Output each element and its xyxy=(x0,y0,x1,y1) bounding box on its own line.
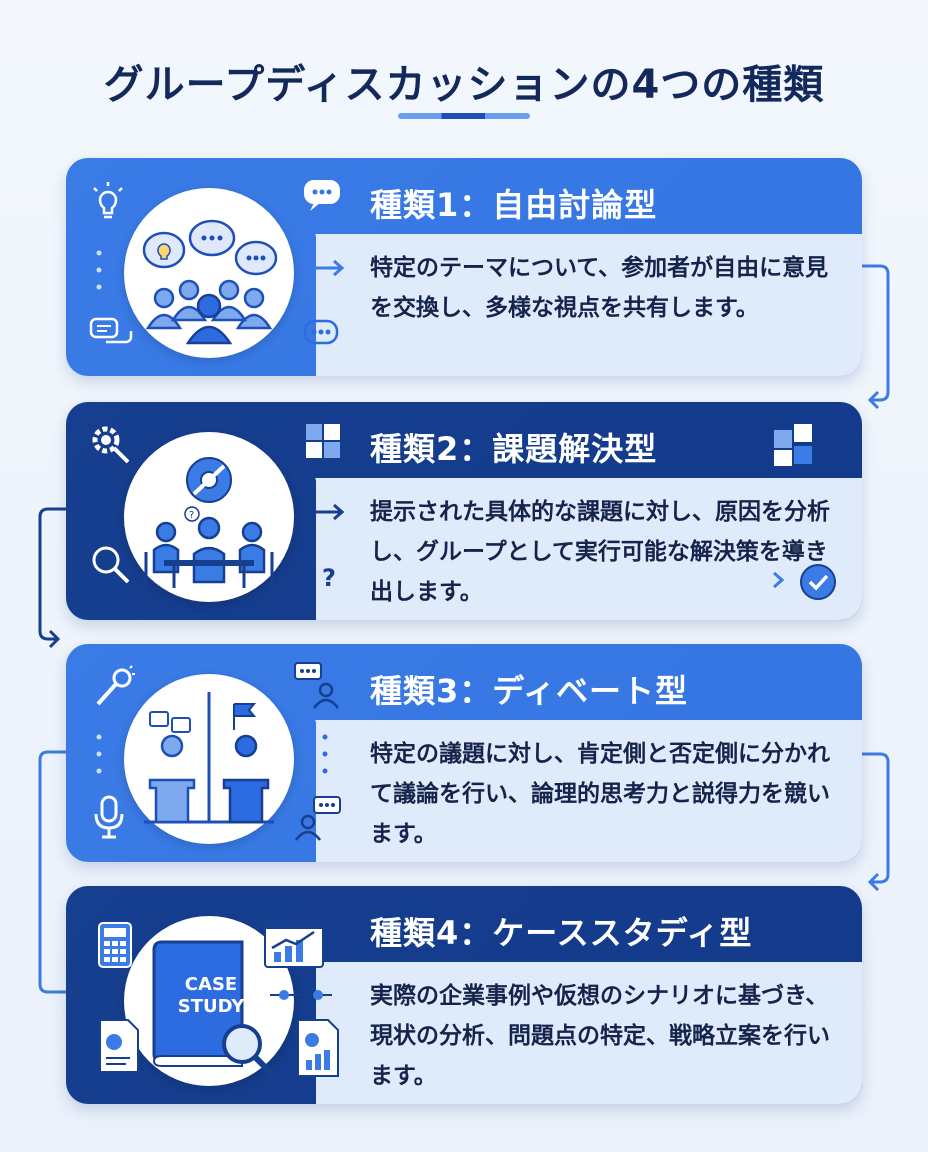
card-problem-solving: 種類2：課題解決型 提示された具体的な課題に対し、原因を分析し、グループとして実… xyxy=(66,402,862,620)
card-heading: 種類2：課題解決型 xyxy=(370,430,658,468)
card-text-panel xyxy=(316,478,862,620)
card-heading: 種類1：自由討論型 xyxy=(370,186,658,224)
card-description: 特定の議題に対し、肯定側と否定側に分かれて議論を行い、論理的思考力と説得力を競い… xyxy=(370,741,830,847)
page-title: グループディスカッションの4つの種類 xyxy=(103,62,825,108)
podcast-mic-icon xyxy=(94,795,124,839)
card-free-discussion: 種類1：自由討論型 特定のテーマについて、参加者が自由に意見を交換し、多様な視点… xyxy=(66,158,862,376)
puzzle-icon xyxy=(774,424,812,466)
question-marks-icon: ? ? xyxy=(300,555,336,592)
connector-2-3 xyxy=(38,507,68,649)
card-debate: 種類3：ディベート型 特定の議題に対し、肯定側と否定側に分かれて議論を行い、論理… xyxy=(66,644,862,862)
puzzle-icon xyxy=(306,424,340,458)
growth-chart-icon xyxy=(264,920,324,968)
chat-bubbles-icon xyxy=(89,317,133,344)
card-description: 特定のテーマについて、参加者が自由に意見を交換し、多様な視点を共有します。 xyxy=(370,255,829,321)
dots-icon xyxy=(96,734,102,774)
debate-podium-illustration xyxy=(124,674,294,844)
dots-icon xyxy=(322,734,328,774)
chat-bubble-icon xyxy=(303,319,339,345)
dots-icon xyxy=(96,250,102,290)
gear-wrench-icon xyxy=(92,426,130,464)
title-underline xyxy=(398,113,530,119)
team-meeting-illustration: ? xyxy=(124,432,294,602)
card-text-panel xyxy=(316,720,862,862)
arrow-right-icon xyxy=(306,503,345,521)
svg-text:?: ? xyxy=(300,555,317,590)
report-bars-icon xyxy=(297,1019,339,1077)
book-label-study: STUDY xyxy=(177,996,245,1017)
case-study-book-illustration: CASE STUDY xyxy=(124,916,294,1086)
card-text-panel xyxy=(316,234,862,376)
discussion-group-illustration xyxy=(124,188,294,358)
book-label-case: CASE xyxy=(184,974,238,995)
speech-bubble-icon xyxy=(304,180,340,211)
magnifier-icon xyxy=(92,546,130,584)
network-nodes-icon xyxy=(270,990,332,1000)
card-case-study: 種類4：ケーススタディ型 実際の企業事例や仮想のシナリオに基づき、現状の分析、問… xyxy=(66,886,862,1104)
connector-1-2 xyxy=(862,264,890,410)
calculator-icon xyxy=(98,922,132,968)
arrow-right-icon xyxy=(306,259,345,277)
arrow-right-icon xyxy=(676,571,785,589)
card-description: 提示された具体的な課題に対し、原因を分析し、グループとして実行可能な解決策を導き… xyxy=(370,499,830,605)
report-chart-icon xyxy=(99,1019,139,1073)
checkmark-icon xyxy=(800,564,836,600)
user-speech-icon xyxy=(295,796,341,841)
connector-side-3-4 xyxy=(38,750,68,994)
card-text-panel xyxy=(316,962,862,1104)
card-heading: 種類3：ディベート型 xyxy=(370,672,689,710)
card-heading: 種類4：ケーススタディ型 xyxy=(370,914,753,952)
microphone-icon xyxy=(96,665,135,706)
card-description: 実際の企業事例や仮想のシナリオに基づき、現状の分析、問題点の特定、戦略立案を行い… xyxy=(370,983,830,1089)
svg-text:?: ? xyxy=(189,510,194,521)
user-speech-icon xyxy=(294,662,339,709)
svg-text:?: ? xyxy=(322,564,336,592)
connector-3-4 xyxy=(862,752,890,892)
lightbulb-icon xyxy=(93,182,123,219)
